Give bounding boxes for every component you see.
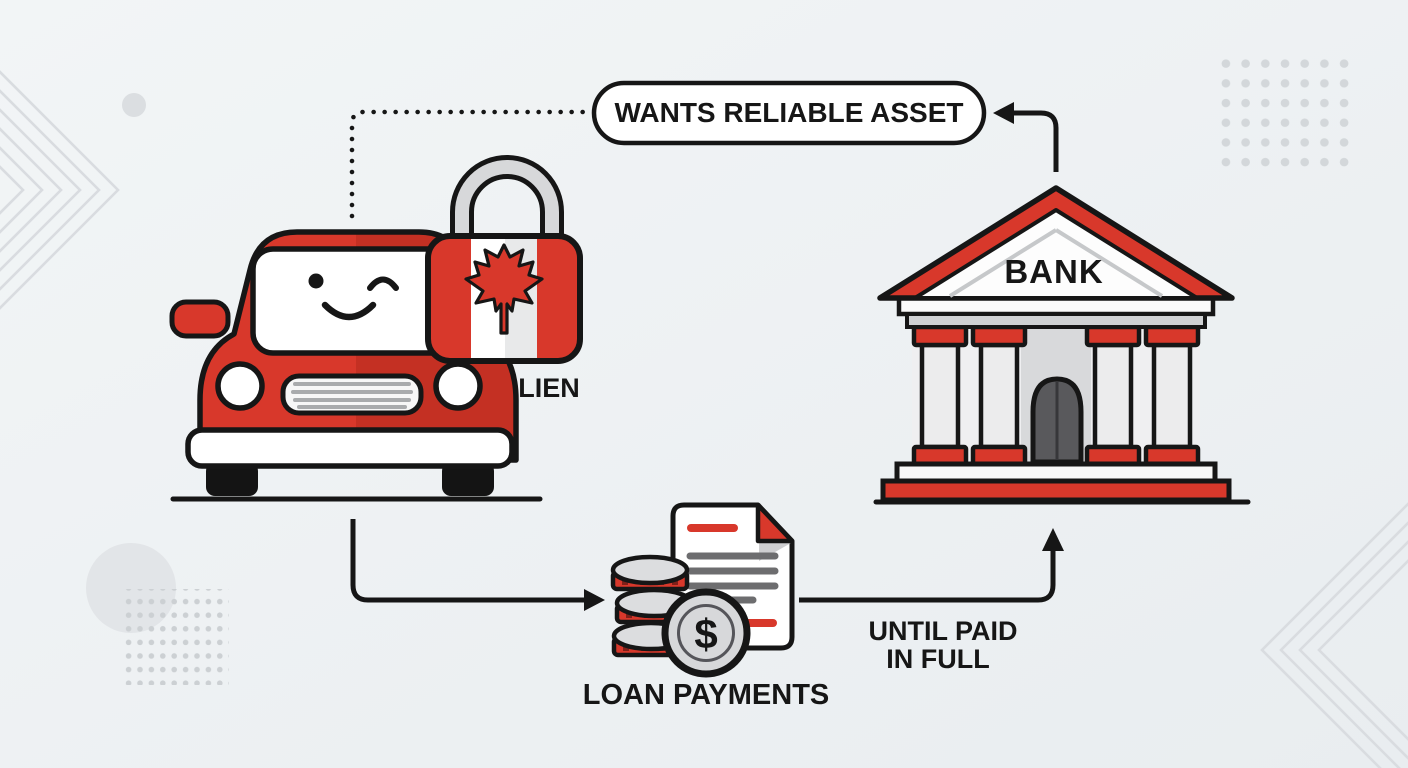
top-right-dot-grid — [1218, 57, 1351, 170]
small-circle-decoration — [122, 93, 146, 117]
car-eye-left — [308, 273, 324, 289]
arrow-head-right — [584, 589, 605, 611]
car-wheel-left — [206, 462, 258, 496]
bank-pediment-gray-lines — [948, 228, 1164, 298]
car-smile — [321, 301, 377, 321]
lien-label: LIEN — [518, 373, 580, 403]
document-fold — [755, 502, 795, 544]
asset-bubble: WANTS RELIABLE ASSET — [591, 80, 987, 146]
bottom-left-dot-grid — [125, 589, 229, 685]
dollar-symbol: $ — [694, 611, 717, 658]
bank-icon: BANK — [877, 185, 1235, 503]
left-chevrons-decoration — [0, 70, 120, 310]
bank-label: BANK — [1004, 253, 1103, 290]
flag-right-band — [537, 236, 580, 361]
car-mirror — [169, 299, 231, 339]
bank-beam-gray — [905, 312, 1207, 329]
car-headlight-left — [215, 361, 265, 411]
dollar-coin-icon: $ — [661, 588, 751, 678]
car-headlight-right — [433, 361, 483, 411]
asset-bubble-label: WANTS RELIABLE ASSET — [615, 97, 964, 128]
bank-step-red — [880, 478, 1232, 503]
bank-step-white — [894, 461, 1218, 484]
car-wheel-right — [442, 462, 494, 496]
bank-to-bubble-arrow — [993, 102, 1059, 172]
car-grille-stripes — [291, 382, 413, 409]
padlock-body-outline — [425, 233, 583, 364]
maple-leaf-icon — [464, 243, 544, 335]
document-lines — [686, 524, 779, 627]
padlock-shackle — [455, 160, 559, 250]
car-eye-wink — [367, 276, 399, 291]
dotted-connector-line — [349, 109, 593, 219]
arrow-head-left — [993, 102, 1014, 124]
until-paid-label-line1: UNTIL PAID — [868, 616, 1017, 646]
coin — [610, 554, 690, 592]
flag-left-band — [428, 236, 471, 361]
right-chevrons-decoration — [1260, 502, 1408, 768]
loan-payments-label: LOAN PAYMENTS — [583, 679, 830, 711]
payments-to-bank-arrow — [799, 528, 1064, 603]
dollar-coin-inner-ring — [677, 604, 735, 662]
arrow-head-up — [1042, 528, 1064, 551]
until-paid-label-line2: IN FULL — [886, 644, 989, 674]
car-to-payments-arrow — [350, 519, 605, 611]
car-bumper — [185, 427, 515, 469]
car-face — [308, 273, 399, 321]
lien-padlock-icon: LIEN — [425, 155, 583, 403]
